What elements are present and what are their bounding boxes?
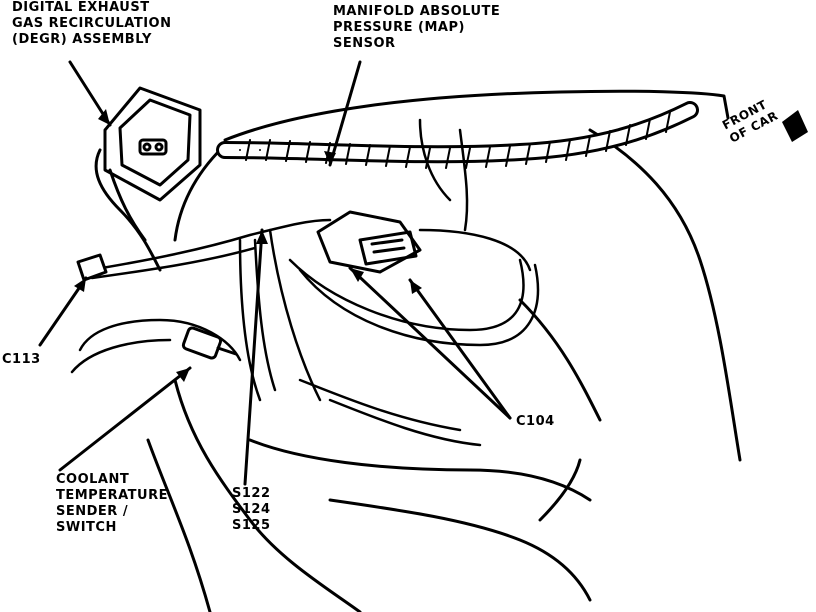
engine-outline bbox=[146, 89, 742, 612]
degr-assembly bbox=[94, 86, 202, 272]
arrow-heads bbox=[74, 109, 422, 382]
wiring-bundles bbox=[70, 118, 540, 447]
c104-label: C104 bbox=[516, 414, 555, 430]
map-sensor bbox=[316, 210, 422, 274]
map-sensor-label: MANIFOLD ABSOLUTE PRESSURE (MAP) SENSOR bbox=[333, 4, 500, 52]
splice-s122: S122 bbox=[232, 486, 271, 501]
coolant-label-line-2: TEMPERATURE bbox=[56, 488, 168, 503]
coolant-sender-label: COOLANT TEMPERATURE SENDER / SWITCH bbox=[56, 472, 168, 536]
c104-text: C104 bbox=[516, 414, 555, 429]
degr-label-line-3: (DEGR) ASSEMBLY bbox=[12, 32, 152, 47]
map-label-line-2: PRESSURE (MAP) bbox=[333, 20, 465, 35]
coolant-label-line-4: SWITCH bbox=[56, 520, 117, 535]
front-arrow-icon bbox=[782, 110, 808, 142]
splice-s125: S125 bbox=[232, 518, 271, 533]
c113-connector bbox=[76, 253, 108, 282]
splice-label: S122 S124 S125 bbox=[232, 486, 271, 534]
map-label-line-1: MANIFOLD ABSOLUTE bbox=[333, 4, 501, 19]
map-label-line-3: SENSOR bbox=[333, 36, 396, 51]
c113-text: C113 bbox=[2, 352, 41, 367]
degr-label: DIGITAL EXHAUST GAS RECIRCULATION (DEGR)… bbox=[12, 0, 171, 48]
coolant-sender bbox=[181, 326, 238, 360]
main-harness bbox=[216, 101, 699, 164]
splice-s124: S124 bbox=[232, 502, 271, 517]
degr-label-line-2: GAS RECIRCULATION bbox=[12, 16, 172, 31]
leader-lines bbox=[38, 60, 512, 486]
c113-label: C113 bbox=[2, 352, 41, 368]
coolant-label-line-3: SENDER / bbox=[56, 504, 129, 519]
degr-label-line-1: DIGITAL EXHAUST bbox=[12, 0, 150, 15]
coolant-label-line-1: COOLANT bbox=[56, 472, 130, 487]
